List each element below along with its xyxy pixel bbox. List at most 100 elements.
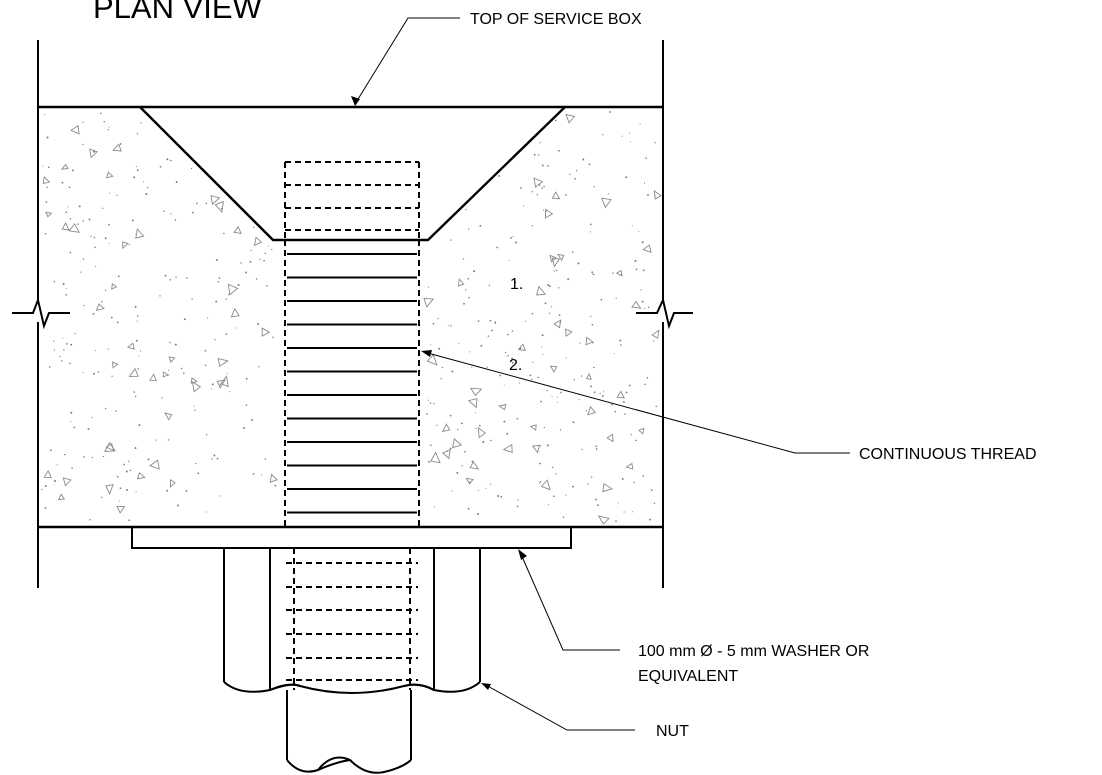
aggregate-dot [447,324,449,327]
break-symbol-left [12,296,70,330]
aggregate-dot [263,259,265,262]
aggregate-dot [654,142,656,144]
aggregate-dot [565,357,567,359]
aggregate-dot [485,487,487,489]
aggregate-dot [215,259,218,262]
aggregate-triangle [616,390,625,399]
aggregate-dot [100,112,102,115]
aggregate-dot [571,251,574,253]
aggregate-dot [69,217,72,220]
aggregate-dot [620,344,622,346]
aggregate-dot [449,414,452,417]
aggregate-triangle [469,460,480,470]
aggregate-dot [541,164,544,167]
aggregate-dot [558,314,561,316]
aggregate-dot [542,353,544,356]
aggregate-dot [69,251,72,254]
aggregate-dot [514,241,517,244]
aggregate-dot [623,511,625,513]
aggregate-dot [155,439,157,441]
aggregate-dot [547,504,549,506]
aggregate-dot [175,181,178,184]
aggregate-dot [133,176,136,179]
aggregate-dot [514,281,517,284]
aggregate-dot [229,391,231,393]
aggregate-dot [136,169,139,172]
aggregate-dot [214,339,216,341]
aggregate-dot [496,246,499,249]
aggregate-dot [552,495,555,498]
aggregate-dot [624,413,626,415]
aggregate-triangle [220,375,229,388]
aggregate-triangle [269,473,278,483]
aggregate-dot [104,289,107,291]
aggregate-dot [581,448,583,451]
aggregate-dot [119,143,122,145]
aggregate-dot [461,465,463,467]
aggregate-triangle [42,176,51,185]
aggregate-dot [65,293,67,296]
aggregate-dot [556,396,558,398]
aggregate-dot [432,322,435,325]
aggregate-dot [547,165,549,167]
aggregate-dot [539,462,541,465]
aggregate-dot [539,142,541,144]
aggregate-triangle [62,477,72,487]
aggregate-dot [511,330,514,332]
aggregate-dot [166,158,169,161]
aggregate-dot [487,335,490,337]
aggregate-dot [503,384,505,386]
aggregate-triangle [549,254,557,263]
aggregate-dot [467,277,470,280]
aggregate-dot [539,480,542,483]
aggregate-dot [65,211,68,214]
aggregate-dot [595,445,598,448]
aggregate-dot [104,407,107,410]
aggregate-dot [537,376,539,379]
aggregate-dot [245,377,248,380]
aggregate-dot [546,444,549,447]
aggregate-dot [107,348,109,350]
aggregate-dot [638,230,640,232]
aggregate-dot [468,296,470,299]
aggregate-dot [272,336,274,339]
aggregate-dot [90,235,92,238]
aggregate-dot [555,473,557,475]
aggregate-dot [511,362,514,364]
aggregate-dot [556,401,558,403]
aggregate-triangle [638,427,645,435]
aggregate-dot [503,420,506,423]
aggregate-dot [44,232,47,235]
aggregate-triangle [441,423,451,433]
aggregate-triangle [68,223,81,233]
aggregate-triangle [556,254,565,262]
aggregate-triangle [653,189,662,200]
aggregate-triangle [112,143,122,152]
aggregate-dot [194,409,196,411]
aggregate-dot [592,273,595,276]
aggregate-dot [48,166,50,168]
aggregate-dot [63,349,65,351]
aggregate-dot [82,371,84,374]
aggregate-dot [450,239,452,241]
aggregate-dot [204,364,207,367]
aggregate-dot [547,284,549,287]
aggregate-dot [577,262,580,265]
aggregate-dot [94,349,96,352]
aggregate-dot [647,193,649,196]
aggregate-dot [225,298,227,300]
aggregate-dot [250,249,252,252]
aggregate-triangle [430,451,441,464]
aggregate-dot [245,404,248,406]
aggregate-dot [117,275,120,278]
aggregate-dot [78,205,81,208]
aggregate-dot [170,213,172,215]
aggregate-dot [116,321,119,324]
aggregate-dot [93,236,96,239]
aggregate-dot [264,252,266,255]
aggregate-dot [82,121,84,123]
aggregate-dot [482,441,485,443]
aggregate-dot [589,231,592,233]
aggregate-dot [136,133,139,135]
